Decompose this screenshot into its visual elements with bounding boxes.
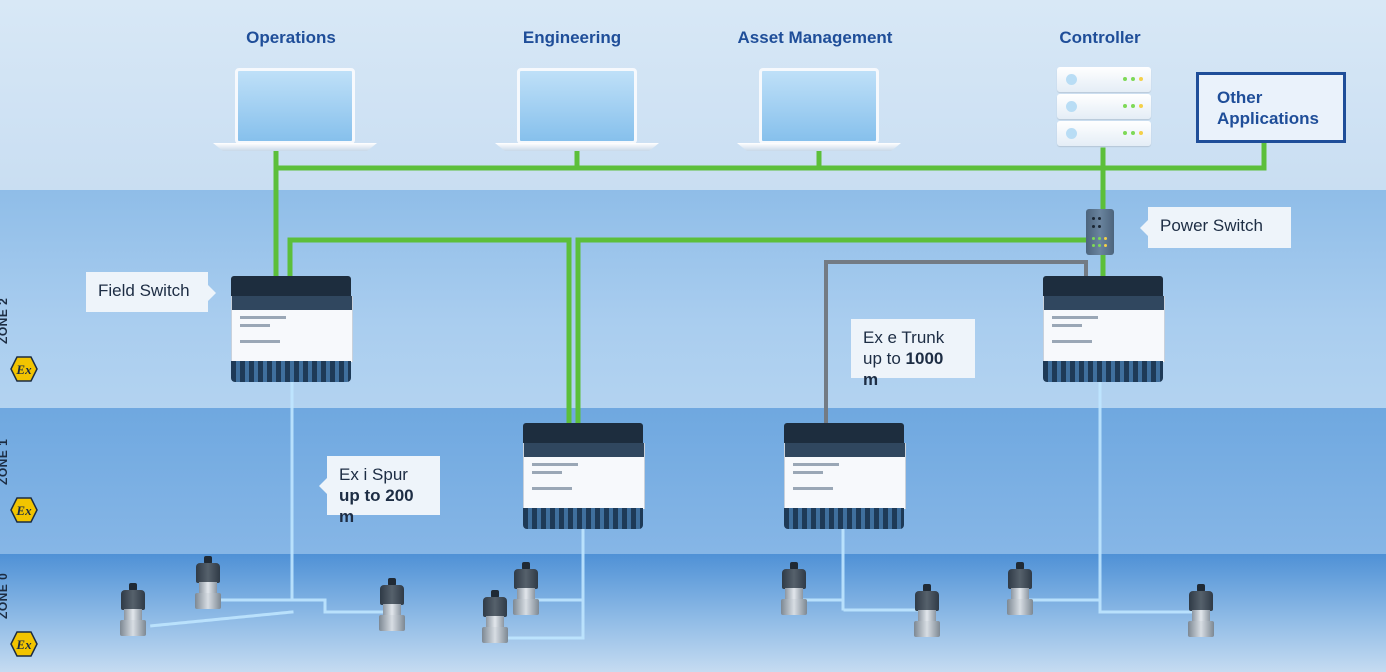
zone-1-band xyxy=(0,408,1386,554)
trunk-callout-distance: 1000 m xyxy=(863,349,944,389)
other-applications-box: Other Applications xyxy=(1196,72,1346,143)
ex-hazard-icon: Ex xyxy=(10,497,38,523)
operations-label: Operations xyxy=(246,28,336,47)
ex-hazard-icon: Ex xyxy=(10,356,38,382)
zone-1-marker: ZONE 1 Ex xyxy=(0,433,46,523)
field-switch-callout-text: Field Switch xyxy=(98,281,190,300)
field-switch-device xyxy=(784,423,906,529)
spur-line xyxy=(841,598,927,612)
ethernet-link xyxy=(575,237,1090,428)
field-switch-device xyxy=(523,423,645,529)
engineering-label: Engineering xyxy=(522,28,622,47)
sensor-device xyxy=(912,584,942,644)
spur-callout-line1: Ex i Spur xyxy=(339,465,408,484)
field-switch-device xyxy=(1043,276,1165,382)
ethernet-link xyxy=(287,237,572,428)
controller-server-icon xyxy=(1057,67,1151,148)
ex-mark: Ex xyxy=(15,637,32,652)
zone-2-label: ZONE 2 xyxy=(0,298,10,344)
field-switch-device xyxy=(231,276,353,382)
spur-line xyxy=(290,598,392,614)
sensor-device xyxy=(779,562,809,622)
zone-0-label: ZONE 0 xyxy=(0,573,10,619)
trunk-callout-line1: Ex e Trunk xyxy=(863,328,945,347)
power-switch-device xyxy=(1086,209,1114,255)
other-applications-line1: Other xyxy=(1217,88,1263,107)
spur-callout-line2: up to 200 m xyxy=(339,486,414,526)
trunk-callout: Ex e Trunk up to 1000 m xyxy=(851,319,975,389)
spur-line xyxy=(1098,598,1202,614)
spur-line xyxy=(1026,380,1102,602)
zone-0-marker: ZONE 0 Ex xyxy=(0,567,46,657)
sensor-device xyxy=(1186,584,1216,644)
power-switch-callout: Power Switch xyxy=(1140,207,1291,248)
sensor-device xyxy=(480,590,510,650)
spur-line xyxy=(498,598,585,640)
ex-mark: Ex xyxy=(15,503,32,518)
trunk-line xyxy=(824,260,1088,424)
sensor-device xyxy=(377,578,407,638)
field-switch-callout: Field Switch xyxy=(86,272,216,312)
sensor-device xyxy=(511,562,541,622)
trunk-callout-prefix: up to xyxy=(863,349,906,368)
asset-management-label: Asset Management xyxy=(737,28,893,47)
sensor-device xyxy=(193,556,223,616)
trunk-callout-line2: up to 1000 m xyxy=(863,348,963,390)
other-applications-line2: Applications xyxy=(1217,109,1320,128)
zone-1-label: ZONE 1 xyxy=(0,439,10,485)
spur-line xyxy=(148,610,294,628)
ex-mark: Ex xyxy=(15,362,32,377)
zone-2-marker: ZONE 2 Ex xyxy=(0,292,46,382)
sensor-device xyxy=(1005,562,1035,622)
power-switch-callout-text: Power Switch xyxy=(1160,216,1263,235)
controller-label: Controller xyxy=(1059,28,1141,47)
sensor-device xyxy=(118,583,148,643)
spur-callout: Ex i Spur up to 200 m xyxy=(319,456,440,526)
ex-hazard-icon: Ex xyxy=(10,631,38,657)
office-level-band xyxy=(0,0,1386,190)
